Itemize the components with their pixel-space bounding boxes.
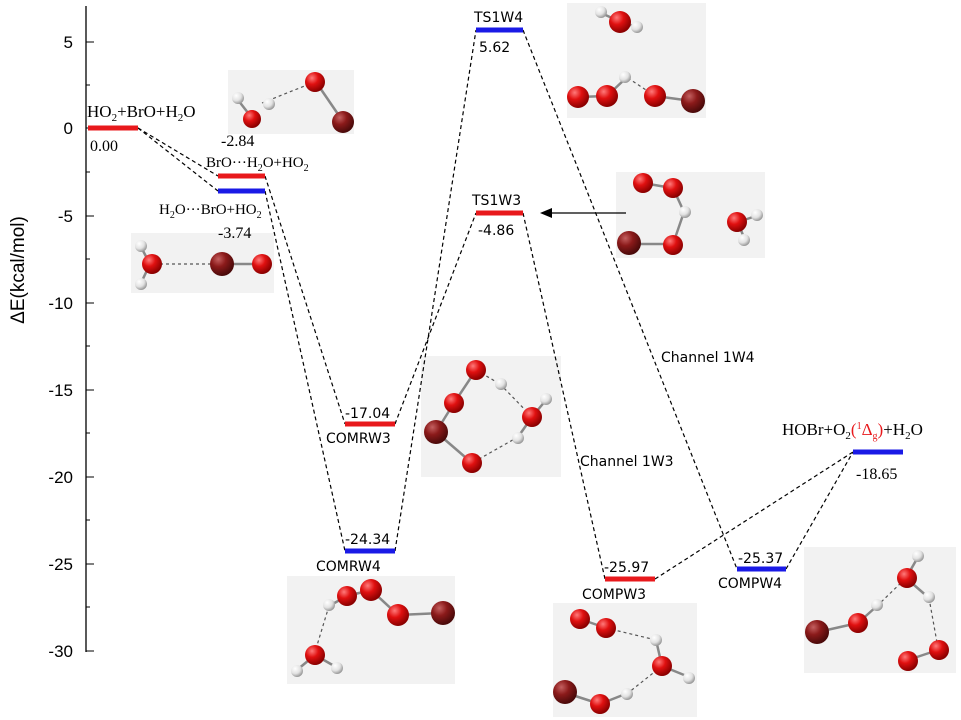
molecule-image-compw3 [553, 603, 697, 717]
level-name-compw3: COMPW3 [582, 587, 646, 603]
level-energy-complex-red: -2.84 [221, 133, 254, 150]
molecule-image-comrw3 [421, 356, 561, 477]
y-tick-label: -20 [48, 468, 73, 487]
molecule-image-ts1w4 [567, 3, 706, 118]
y-tick-label: 0 [64, 119, 73, 138]
y-axis-label: ΔE(kcal/mol) [8, 216, 29, 324]
level-energy-compw3: -25.97 [604, 560, 649, 576]
level-energy-comrw3: -17.04 [345, 406, 390, 422]
level-energy-ts1w4: 5.62 [479, 40, 510, 56]
y-tick-label: -10 [48, 294, 73, 313]
level-name-complex-blue: H2O···BrO+HO2 [159, 202, 262, 221]
y-axis: 5 0 -5 -10 -15 -20 -25 -30 ΔE(kcal/mol) [8, 6, 94, 661]
y-tick-label: 5 [64, 33, 73, 52]
molecule-image-compw4 [804, 547, 956, 673]
level-energy-comrw4: -24.34 [345, 532, 390, 548]
molecule-image-ts1w3 [616, 172, 765, 258]
level-name-ts1w4: TS1W4 [473, 10, 523, 26]
level-name-reactant: HO2+BrO+H2O [87, 102, 196, 124]
molecule-image-comrw4 [287, 576, 455, 684]
level-energy-compw4: -25.37 [738, 551, 783, 567]
level-energy-reactant: 0.00 [90, 138, 118, 155]
level-name-complex-red: BrO···H2O+HO2 [206, 155, 309, 174]
channel-label-1w3: Channel 1W3 [580, 454, 674, 470]
y-tick-label: -15 [48, 381, 73, 400]
molecule-image-h2o-bro [131, 233, 274, 293]
level-name-compw4: COMPW4 [718, 576, 782, 592]
energy-levels [88, 27, 903, 582]
molecule-image-reactant-ho2 [228, 70, 354, 134]
y-tick-label: -5 [58, 207, 73, 226]
level-name-comrw4: COMRW4 [316, 559, 381, 575]
level-energy-complex-blue: -3.74 [218, 225, 251, 242]
y-tick-label: -30 [48, 642, 73, 661]
channel-label-1w4: Channel 1W4 [661, 350, 755, 366]
level-name-ts1w3: TS1W3 [471, 193, 521, 209]
arrow-to-ts1w3-structure [540, 208, 626, 218]
pathway-connectors [137, 29, 854, 580]
level-energy-ts1w3: -4.86 [478, 223, 514, 239]
level-energy-product: -18.65 [856, 466, 897, 483]
level-name-product: HOBr+O2(1Δg)+H2O [782, 420, 923, 442]
level-name-comrw3: COMRW3 [326, 431, 391, 447]
y-tick-label: -25 [48, 555, 73, 574]
